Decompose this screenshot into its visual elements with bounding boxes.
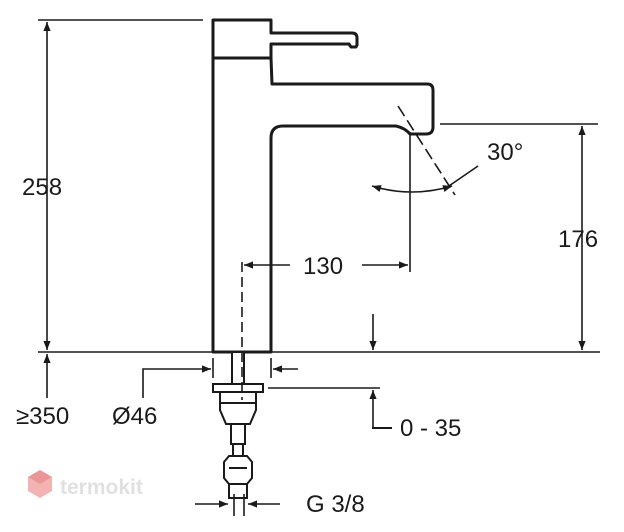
- label-base-diameter: Ø46: [112, 403, 157, 430]
- flex-hose: [230, 423, 246, 445]
- watermark-logo: termokit: [28, 470, 143, 499]
- extension-lines: [38, 19, 600, 429]
- label-spout-angle: 30°: [487, 139, 523, 166]
- dim-30-leader: [445, 165, 479, 189]
- lock-nut: [219, 391, 257, 425]
- label-connection-thread: G 3/8: [306, 491, 365, 518]
- dim-30-arc: [371, 185, 453, 193]
- label-spout-height: 176: [558, 226, 598, 253]
- dimension-lines: [43, 22, 586, 516]
- label-deck-thickness: 0 - 35: [400, 415, 461, 442]
- label-total-height: 258: [22, 174, 62, 201]
- spray-axis: [397, 105, 456, 196]
- hose-collar: [232, 443, 244, 457]
- watermark-text: termokit: [60, 476, 143, 499]
- center-lines: [241, 105, 456, 400]
- mounting-hardware: [212, 351, 264, 499]
- faucet-handle: [211, 18, 359, 60]
- dim-46-leader: [142, 368, 190, 398]
- mounting-washer: [212, 383, 264, 393]
- label-spout-reach: 130: [303, 253, 343, 280]
- faucet-spout: [211, 57, 435, 354]
- faucet-body: [211, 18, 435, 354]
- hose-hex-nut: [223, 455, 253, 485]
- label-hose-length: ≥350: [16, 403, 69, 430]
